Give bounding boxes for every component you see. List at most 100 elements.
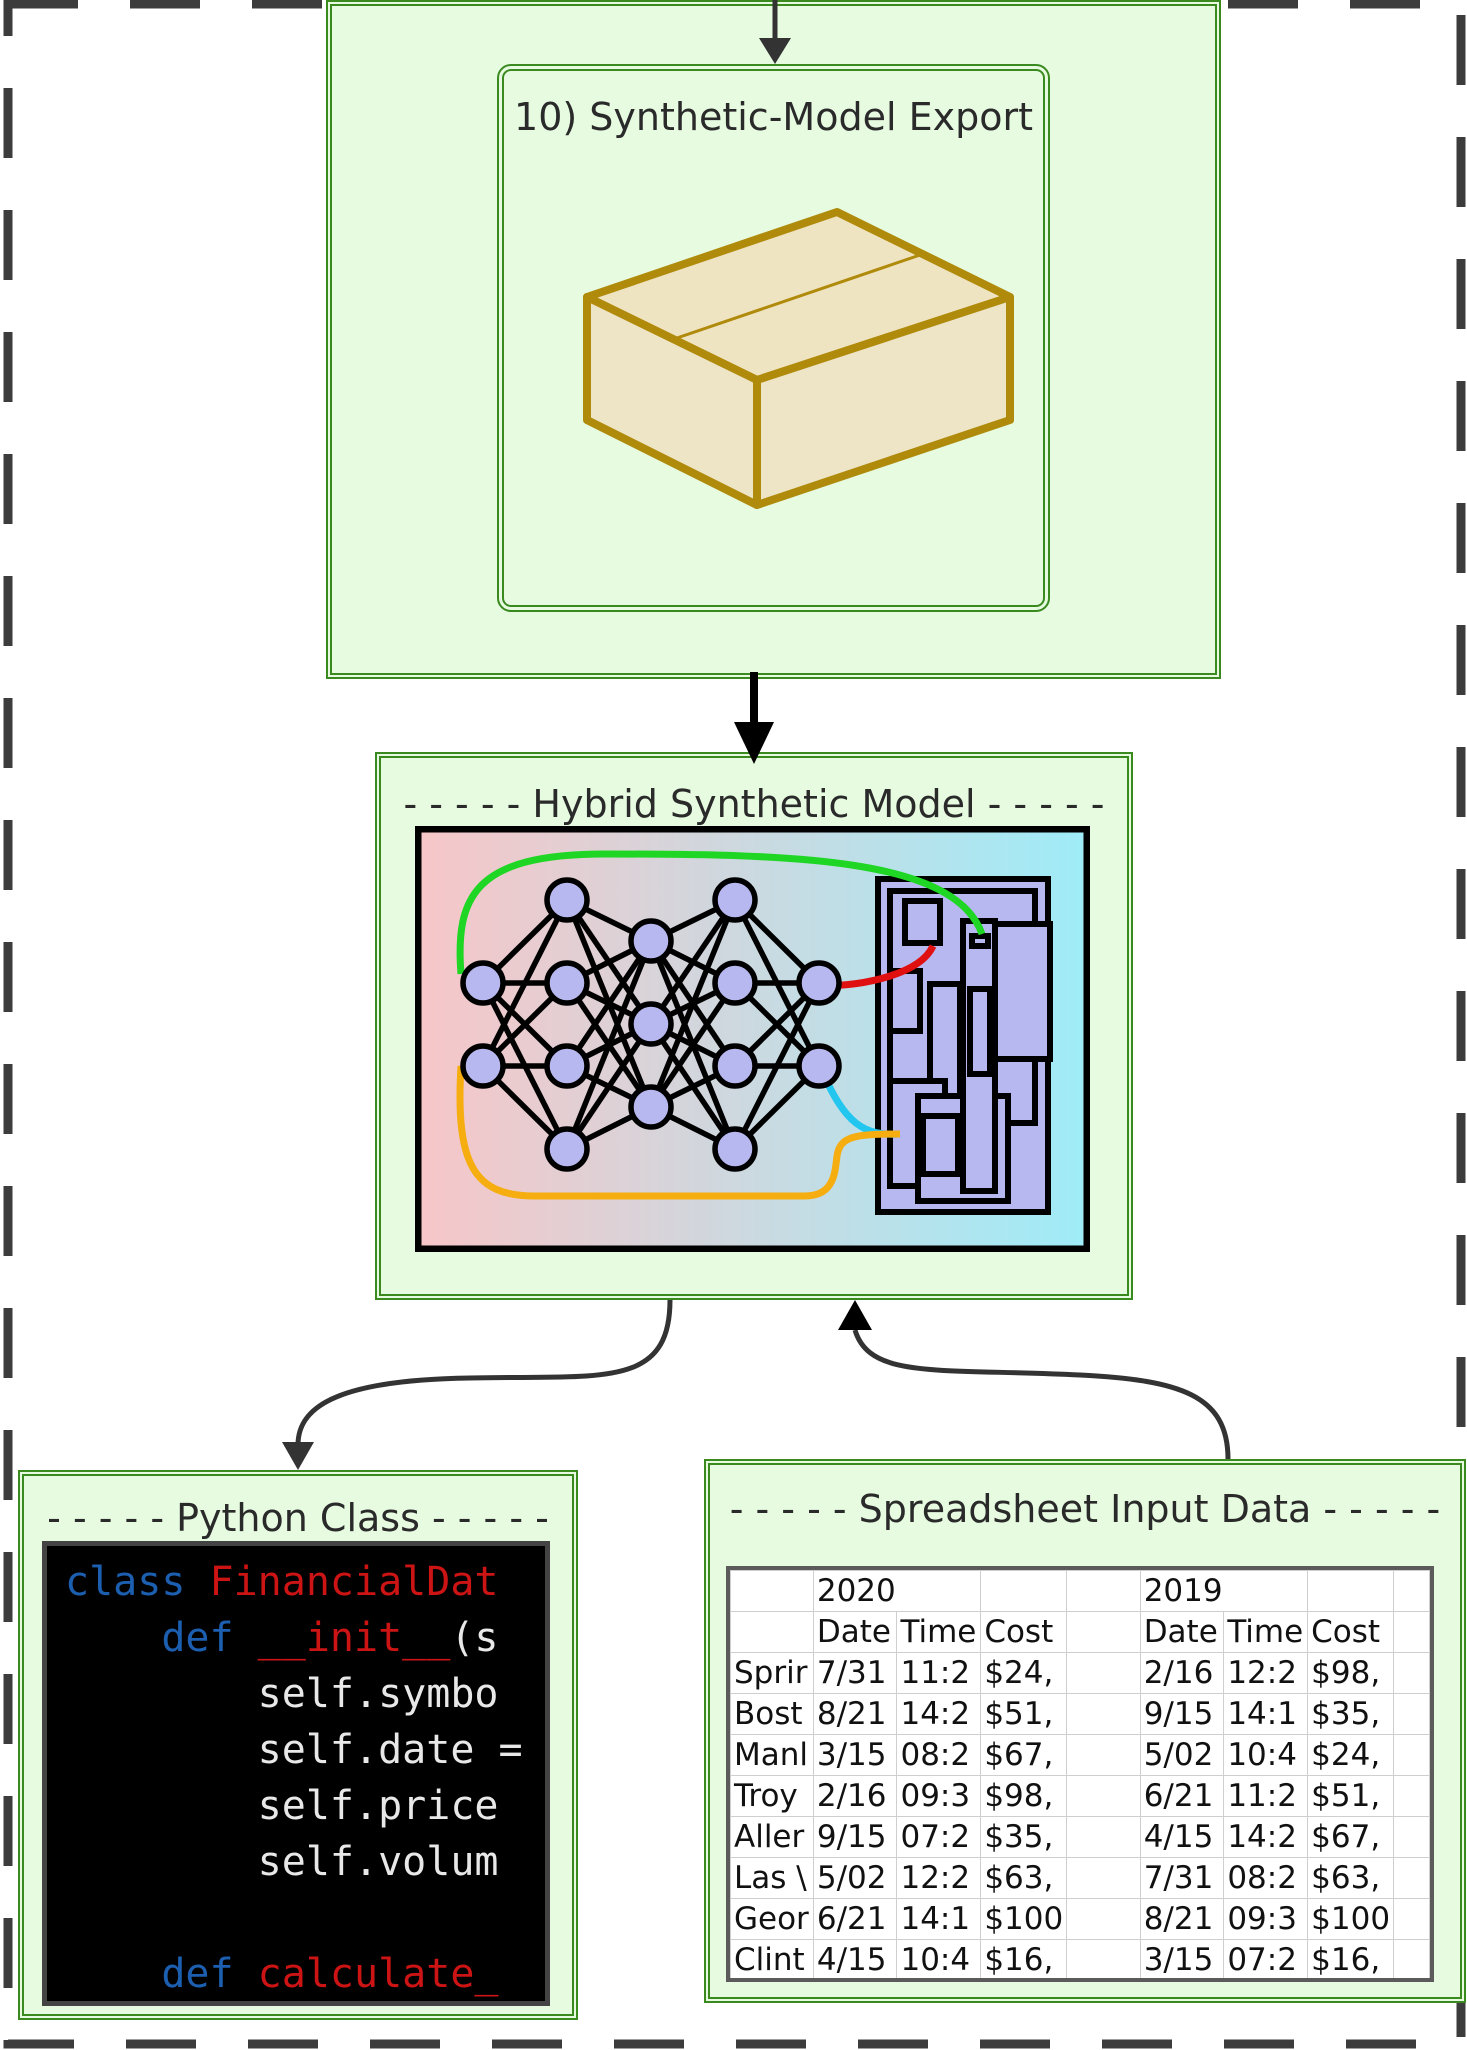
- spreadsheet-title: - - - - - Spreadsheet Input Data - - - -…: [729, 1487, 1441, 1531]
- arrow-sheet-to-model-head: [838, 1300, 872, 1330]
- table-cell: 4/15: [812, 1939, 898, 1978]
- table-cell: $24,: [1307, 1734, 1395, 1776]
- table-cell: $16,: [980, 1939, 1068, 1978]
- table-cell: 3/15: [1139, 1939, 1225, 1978]
- header-time: Time: [1223, 1611, 1309, 1653]
- hybrid-model-illustration: [415, 826, 1090, 1252]
- code-token: FinancialDat: [209, 1559, 499, 1605]
- empty-cell: [1066, 1775, 1141, 1817]
- arrow-export-to-model-head: [734, 722, 774, 764]
- python-code-panel: class FinancialDat def __init__(s self.s…: [42, 1541, 550, 2006]
- code-line: def calculate_: [65, 1946, 499, 2001]
- code-token: class: [65, 1559, 210, 1605]
- empty-cell: [1066, 1857, 1141, 1899]
- table-cell: 09:3: [896, 1775, 982, 1817]
- table-cell: 10:4: [896, 1939, 982, 1978]
- table-cell: 08:2: [1223, 1857, 1309, 1899]
- empty-cell: [1393, 1652, 1430, 1694]
- empty-cell: [1393, 1857, 1430, 1899]
- table-cell: $63,: [1307, 1857, 1395, 1899]
- table-cell: $35,: [1307, 1693, 1395, 1735]
- header-row: Date Time Cost Date Time Cost: [730, 1611, 1430, 1653]
- code-line: self.date =: [65, 1722, 523, 1778]
- code-token: def: [65, 1615, 258, 1661]
- arrow-model-to-python: [295, 1299, 673, 1446]
- export-node-title: 10) Synthetic-Model Export: [514, 95, 1033, 139]
- table-cell: 14:1: [1223, 1693, 1309, 1735]
- table-cell: 07:2: [1223, 1939, 1309, 1978]
- spreadsheet-grid: 2020 2019 Date Time Cost Date Time Cost …: [726, 1566, 1434, 1982]
- empty-cell: [1066, 1693, 1141, 1735]
- empty-cell: [1393, 1898, 1430, 1940]
- table-cell: Bost: [730, 1693, 814, 1735]
- table-cell: 10:4: [1223, 1734, 1309, 1776]
- table-cell: 7/31: [1139, 1857, 1225, 1899]
- table-cell: 12:2: [896, 1857, 982, 1899]
- table-cell: $67,: [980, 1734, 1068, 1776]
- code-line: class FinancialDat: [65, 1554, 498, 1610]
- empty-cell: [1393, 1734, 1430, 1776]
- code-line: self.price: [65, 1778, 499, 1834]
- arrow-model-to-python-head: [282, 1442, 314, 1470]
- code-token: def: [65, 1951, 258, 1997]
- neural-network-icon: [460, 877, 842, 1172]
- arrow-into-export-head: [759, 38, 791, 64]
- circuit-board-icon: [875, 876, 1053, 1215]
- empty-cell: [1393, 1939, 1430, 1978]
- empty-cell: [1066, 1816, 1141, 1858]
- empty-cell: [1066, 1939, 1141, 1978]
- table-cell: 6/21: [812, 1898, 898, 1940]
- table-cell: 8/21: [1139, 1898, 1225, 1940]
- code-token: self.symbo: [65, 1671, 499, 1717]
- table-cell: 9/15: [1139, 1693, 1225, 1735]
- table-cell: 5/02: [812, 1857, 898, 1899]
- table-cell: 14:2: [896, 1693, 982, 1735]
- table-cell: 8/21: [812, 1693, 898, 1735]
- table-cell: $63,: [980, 1857, 1068, 1899]
- empty-cell: [1393, 1775, 1430, 1817]
- table-cell: $100: [1307, 1898, 1395, 1940]
- empty-cell: [1393, 1816, 1430, 1858]
- header-cost: Cost: [1307, 1611, 1395, 1653]
- arrow-sheet-to-model: [852, 1329, 1231, 1460]
- header-date: Date: [1139, 1611, 1225, 1653]
- table-cell: 14:2: [1223, 1816, 1309, 1858]
- code-token: self.date =: [65, 1727, 523, 1773]
- table-cell: 3/15: [812, 1734, 898, 1776]
- year-row: 2020 2019: [730, 1570, 1430, 1612]
- year-2020-cell: 2020: [812, 1570, 982, 1612]
- table-cell: $51,: [1307, 1775, 1395, 1817]
- table-cell: $16,: [1307, 1939, 1395, 1978]
- table-cell: 12:2: [1223, 1652, 1309, 1694]
- table-cell: Manl: [730, 1734, 814, 1776]
- code-token: calculate_: [257, 1951, 499, 1997]
- code-token: __init__: [257, 1615, 451, 1661]
- year-2019-cell: 2019: [1139, 1570, 1309, 1612]
- code-line: self.volum: [65, 1834, 499, 1890]
- table-cell: 2/16: [812, 1775, 898, 1817]
- table-cell: 5/02: [1139, 1734, 1225, 1776]
- table-cell: 14:1: [896, 1898, 982, 1940]
- package-box-icon: [583, 208, 1014, 509]
- header-time: Time: [896, 1611, 982, 1653]
- table-cell: Geor: [730, 1898, 814, 1940]
- table-cell: $35,: [980, 1816, 1068, 1858]
- python-class-title: - - - - - Python Class - - - - -: [47, 1496, 549, 1540]
- code-line: def __init__(s: [65, 1610, 498, 1666]
- code-token: self.price: [65, 1783, 499, 1829]
- code-token: (s: [450, 1615, 499, 1661]
- table-cell: Sprir: [730, 1652, 814, 1694]
- table-cell: Clint: [730, 1939, 814, 1978]
- code-line: self.symbo: [65, 1666, 499, 1722]
- header-cost: Cost: [980, 1611, 1068, 1653]
- table-cell: 9/15: [812, 1816, 898, 1858]
- empty-cell: [1066, 1652, 1141, 1694]
